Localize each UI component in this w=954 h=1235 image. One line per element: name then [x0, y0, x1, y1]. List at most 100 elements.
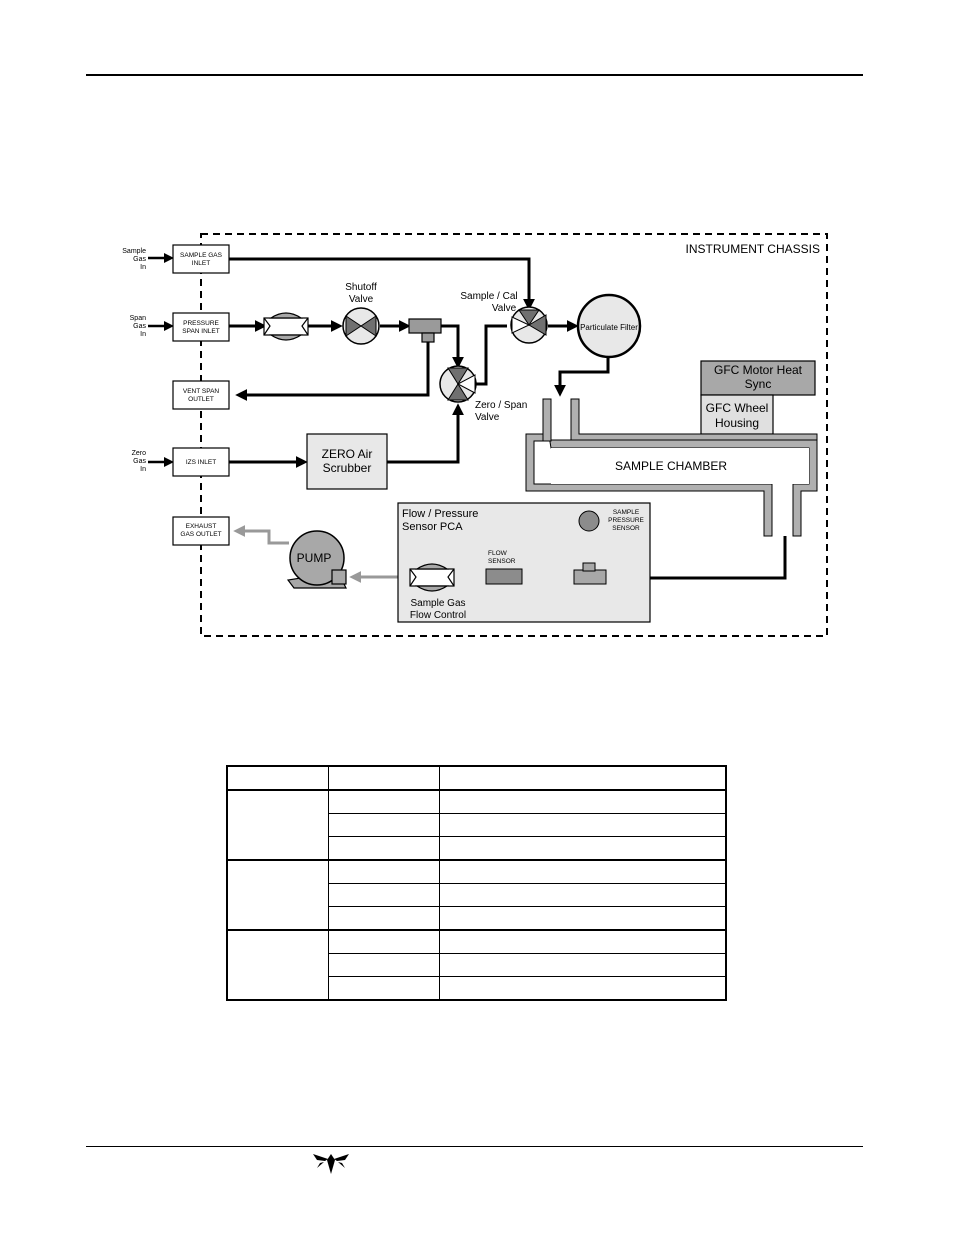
izs-inlet-box [172, 447, 230, 477]
shutoff-valve [342, 307, 380, 345]
sensor-pca-label-2: Sensor PCA [402, 521, 463, 533]
table-group-cell [226, 859, 329, 931]
tee-fitting [408, 318, 442, 343]
pump [286, 530, 347, 589]
pressure-span-inlet-text-2: SPAN INLET [182, 328, 219, 335]
gfc-motor-heat-sync-label-1: GFC Motor Heat [714, 363, 803, 377]
table-cell [439, 929, 727, 954]
table-row [227, 883, 727, 907]
sample-gas-inlet-text-1: SAMPLE GAS [180, 252, 223, 259]
sample-gas-in-label-3: In [140, 264, 146, 271]
table-cell [328, 813, 440, 837]
table-cell [328, 906, 440, 931]
table-cell [439, 906, 727, 931]
table-cell [226, 765, 329, 791]
izs-inlet-text: IZS INLET [186, 459, 216, 466]
flow-pressure-sensor-pca [397, 502, 651, 623]
instrument-chassis [200, 233, 828, 637]
gfc-wheel-housing [700, 394, 774, 435]
header-rule [86, 74, 863, 76]
zero-air-scrubber-label-2: Scrubber [323, 461, 372, 475]
sample-gas-flow-control-label-1: Sample Gas [410, 598, 465, 609]
table-header-row [226, 765, 727, 791]
table-cell [328, 836, 440, 861]
gas-flow-diagram: INSTRUMENT CHASSIS Sample Gas In Span Ga… [122, 233, 828, 637]
zero-span-valve-label-1: Zero / Span [475, 400, 527, 411]
zero-span-valve [439, 365, 477, 403]
sample-gas-inlet-text-2: INLET [192, 260, 210, 267]
table-cell [439, 953, 727, 977]
footer-rule [86, 1146, 863, 1147]
table-cell [439, 883, 727, 907]
zero-gas-in-label-3: In [140, 466, 146, 473]
sample-pressure-sensor [578, 510, 600, 532]
span-flow-restrictor [263, 312, 309, 341]
table-cell [328, 929, 440, 954]
span-gas-in-label-1: Span [130, 315, 146, 322]
sample-pressure-sensor-label-2: PRESSURE [608, 517, 644, 524]
span-gas-in-label-3: In [140, 331, 146, 338]
sample-pressure-sensor-label-1: SAMPLE [613, 509, 640, 516]
gfc-motor-heat-sync-label-2: Sync [745, 377, 772, 391]
zero-air-scrubber-label-1: ZERO Air [322, 447, 373, 461]
gfc-motor-heat-sync [700, 360, 816, 396]
table-cell [328, 953, 440, 977]
vent-span-outlet-box [172, 380, 230, 410]
gfc-wheel-housing-label-1: GFC Wheel [706, 401, 769, 415]
vent-span-outlet-text-1: VENT SPAN [183, 388, 220, 395]
table-row [226, 789, 727, 861]
table-cell [328, 859, 440, 884]
table-cell [328, 765, 440, 791]
table-row [226, 859, 727, 931]
table [226, 765, 727, 1001]
sample-chamber-label: SAMPLE CHAMBER [615, 459, 727, 473]
zero-gas-in-label-1: Zero [132, 450, 147, 457]
sample-gas-flow-control-label-2: Flow Control [410, 610, 466, 621]
span-gas-in-label-2: Gas [133, 323, 146, 330]
sensor-pca-label-1: Flow / Pressure [402, 508, 478, 520]
exhaust-gas-outlet-box [172, 516, 230, 546]
shutoff-valve-label-2: Valve [349, 294, 374, 305]
vent-span-outlet-text-2: OUTLET [188, 396, 214, 403]
pump-label: PUMP [297, 551, 332, 565]
particulate-filter-label: Particulate Filter [580, 323, 638, 332]
table-row [227, 976, 727, 1001]
empty-grid-table [226, 765, 727, 1001]
exhaust-gas-outlet-text-2: GAS OUTLET [180, 531, 221, 538]
sample-pressure-sensor-label-3: SENSOR [612, 525, 640, 532]
exhaust-gas-outlet-text-1: EXHAUST [186, 523, 217, 530]
table-cell [439, 836, 727, 861]
zero-air-scrubber [306, 433, 388, 490]
table-row [227, 813, 727, 837]
table-cell [439, 765, 727, 791]
zero-gas-in-label-2: Gas [133, 458, 146, 465]
table-group-cell [226, 929, 329, 1001]
flow-sensor [485, 568, 523, 585]
sample-gas-in-label-1: Sample [122, 248, 146, 255]
table-cell [328, 789, 440, 814]
table-row [227, 953, 727, 977]
sample-cal-valve-label-1: Sample / Cal [460, 291, 517, 302]
sample-gas-inlet-box [172, 244, 230, 274]
table-cell [328, 883, 440, 907]
company-logo-icon [313, 1154, 349, 1174]
pressure-span-inlet-text-1: PRESSURE [183, 320, 219, 327]
shutoff-valve-label-1: Shutoff [345, 282, 377, 293]
sample-gas-in-label-2: Gas [133, 256, 146, 263]
flow-sensor-label-1: FLOW [488, 550, 508, 557]
sample-gas-flow-control-orifice [409, 563, 455, 592]
sample-cal-valve-label-2: Valve [492, 303, 517, 314]
table-cell [439, 813, 727, 837]
zero-span-valve-label-2: Valve [475, 412, 500, 423]
table-group-cell [226, 789, 329, 861]
table-cell [439, 859, 727, 884]
pressure-tee [573, 562, 607, 585]
table-cell [439, 789, 727, 814]
gfc-wheel-housing-label-2: Housing [715, 416, 759, 430]
chassis-label: INSTRUMENT CHASSIS [686, 242, 820, 256]
table-cell [328, 976, 440, 1001]
table-row [226, 929, 727, 1001]
table-cell [439, 976, 727, 1001]
flow-sensor-label-2: SENSOR [488, 558, 516, 565]
sample-cal-valve [510, 306, 548, 344]
